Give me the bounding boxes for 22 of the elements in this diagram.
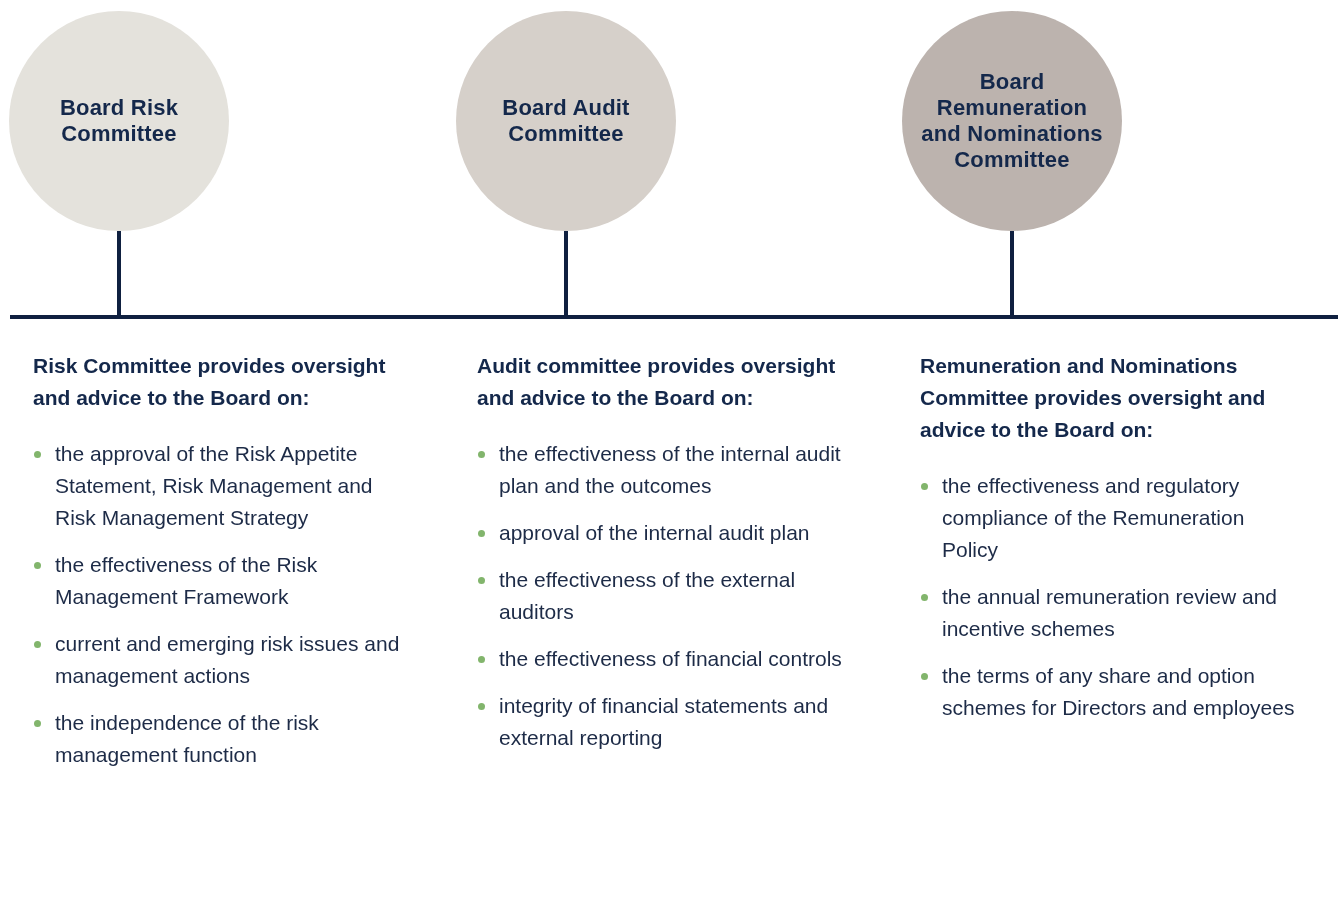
bullet-item: the terms of any share and option schemes for Directors and employees bbox=[920, 660, 1305, 724]
bullet-item: the independence of the risk management function bbox=[33, 707, 418, 771]
stem-line bbox=[1010, 231, 1014, 315]
bullet-item: the effectiveness and regulatory compliance of the Remuneration Policy bbox=[920, 470, 1305, 566]
bullet-item: the annual remuneration review and incentive schemes bbox=[920, 581, 1305, 645]
bullet-item: the effectiveness of the Risk Management Framework bbox=[33, 549, 418, 613]
stem-line bbox=[564, 231, 568, 315]
bullet-item: current and emerging risk issues and management actions bbox=[33, 628, 418, 692]
column-heading: Remuneration and Nominations Committee provides oversight and advice to the Board on: bbox=[920, 353, 1267, 443]
column-heading: Risk Committee provides oversight and advice to the Board on: bbox=[33, 353, 387, 411]
bullet-item: integrity of financial statements and external reporting bbox=[477, 690, 862, 754]
bullet-item: the effectiveness of the internal audit plan and the outcomes bbox=[477, 438, 862, 502]
committee-name: Board Audit Committee bbox=[501, 95, 631, 147]
committee-name: Board Risk Committee bbox=[58, 95, 180, 147]
stem-line bbox=[117, 231, 121, 315]
bullet-item: the effectiveness of financial controls bbox=[477, 643, 862, 675]
bullet-item: the effectiveness of the external auditors bbox=[477, 564, 862, 628]
column-heading: Audit committee provides oversight and advice to the Board on: bbox=[477, 353, 837, 411]
bullet-item: approval of the internal audit plan bbox=[477, 517, 862, 549]
bullet-item: the approval of the Risk Appetite Statement, Risk Management and Risk Management Strategy bbox=[33, 438, 418, 534]
timeline-bar bbox=[10, 315, 1338, 319]
committee-name: Board Remuneration and Nominations Committee bbox=[920, 69, 1104, 173]
